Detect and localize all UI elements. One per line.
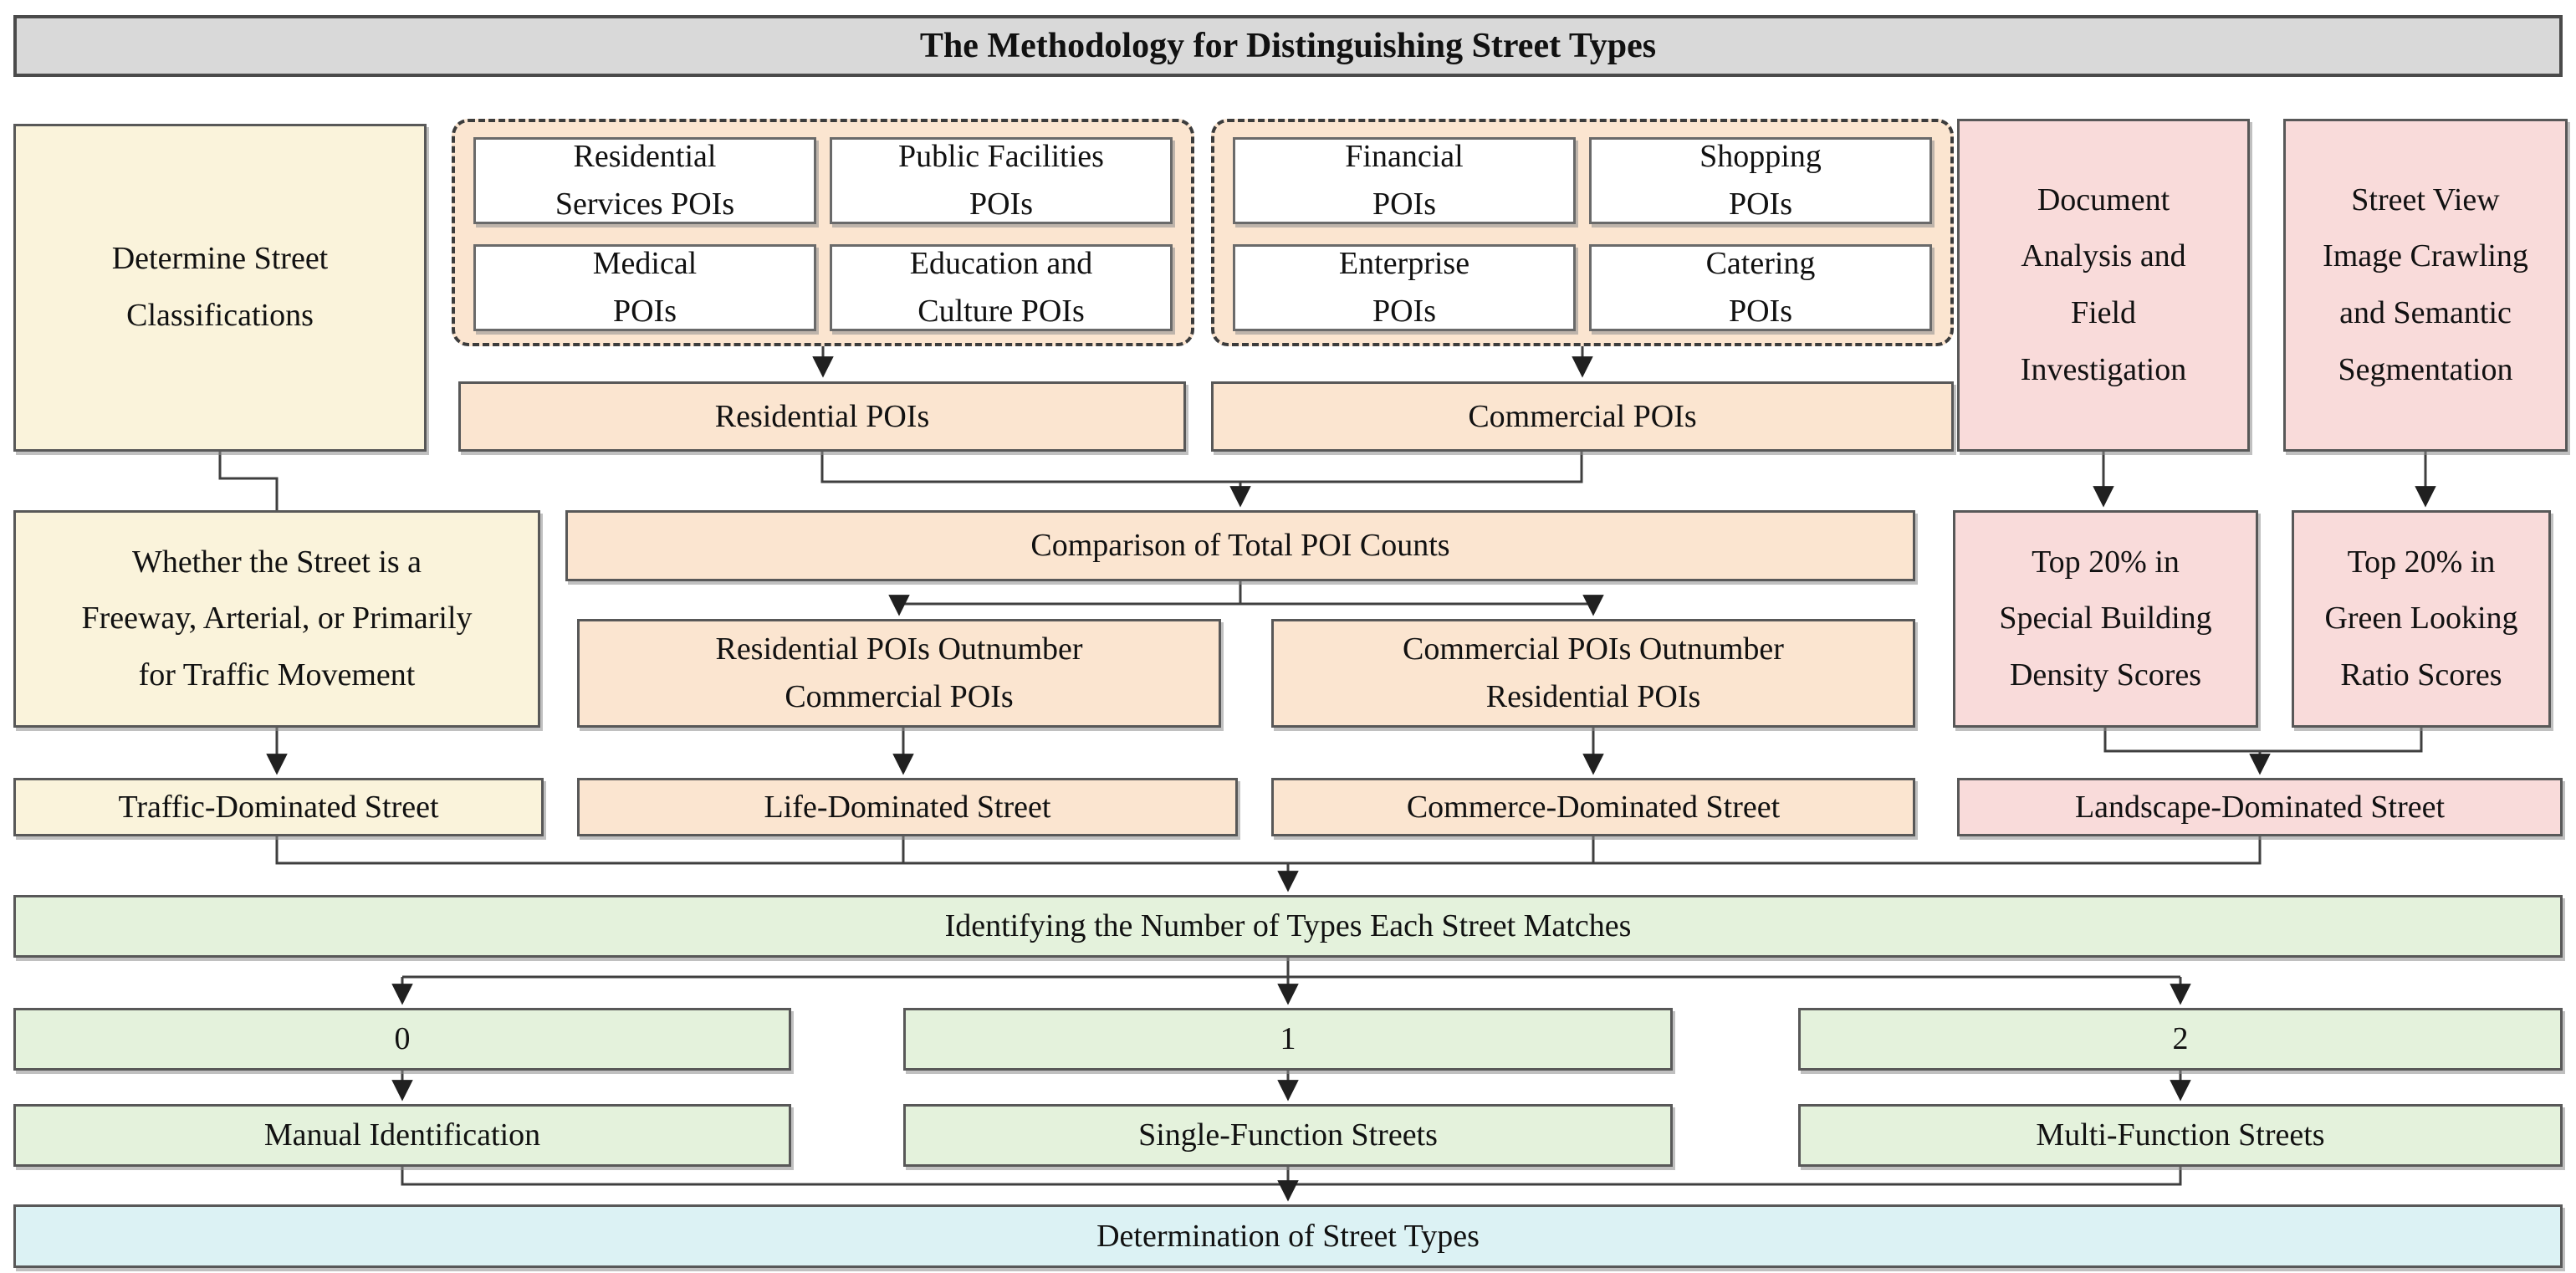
node-financial-pois: Financial POIs bbox=[1233, 137, 1576, 224]
node-landscape-dominated-street: Landscape-Dominated Street bbox=[1957, 778, 2563, 836]
node-shopping-pois: Shopping POIs bbox=[1589, 137, 1932, 224]
node-traffic-dominated-street: Traffic-Dominated Street bbox=[13, 778, 544, 836]
node-identifying-number-of-types: Identifying the Number of Types Each Str… bbox=[13, 895, 2563, 958]
node-commercial-pois: Commercial POIs bbox=[1211, 381, 1954, 452]
node-commercial-outnumber-residential: Commercial POIs Outnumber Residential PO… bbox=[1271, 619, 1915, 728]
node-count-two: 2 bbox=[1798, 1008, 2563, 1071]
node-document-analysis-field-investigation: Document Analysis and Field Investigatio… bbox=[1957, 119, 2250, 452]
node-life-dominated-street: Life-Dominated Street bbox=[577, 778, 1238, 836]
node-determine-street-classifications: Determine Street Classifications bbox=[13, 124, 427, 452]
node-residential-outnumber-commercial: Residential POIs Outnumber Commercial PO… bbox=[577, 619, 1221, 728]
node-residential-pois: Residential POIs bbox=[458, 381, 1186, 452]
connector-bars-merge bbox=[820, 452, 1583, 483]
node-top20-special-building-density: Top 20% in Special Building Density Scor… bbox=[1953, 510, 2258, 728]
node-whether-freeway-arterial: Whether the Street is a Freeway, Arteria… bbox=[13, 510, 540, 728]
node-commerce-dominated-street: Commerce-Dominated Street bbox=[1271, 778, 1915, 836]
connector-functions-merge bbox=[401, 1167, 2182, 1186]
connector-determine-to-whether bbox=[218, 452, 288, 534]
node-education-culture-pois: Education and Culture POIs bbox=[830, 244, 1173, 331]
node-public-facilities-pois: Public Facilities POIs bbox=[830, 137, 1173, 224]
node-manual-identification: Manual Identification bbox=[13, 1104, 791, 1167]
node-comparison-total-poi-counts: Comparison of Total POI Counts bbox=[565, 510, 1915, 581]
diagram-title: The Methodology for Distinguishing Stree… bbox=[13, 15, 2563, 77]
node-multi-function-streets: Multi-Function Streets bbox=[1798, 1104, 2563, 1167]
node-medical-pois: Medical POIs bbox=[473, 244, 816, 331]
connector-top20-merge bbox=[2103, 728, 2423, 753]
connector-streets-merge bbox=[275, 836, 2262, 865]
node-top20-green-looking-ratio: Top 20% in Green Looking Ratio Scores bbox=[2292, 510, 2551, 728]
node-single-function-streets: Single-Function Streets bbox=[903, 1104, 1673, 1167]
node-count-zero: 0 bbox=[13, 1008, 791, 1071]
node-residential-services-pois: Residential Services POIs bbox=[473, 137, 816, 224]
node-determination-of-street-types: Determination of Street Types bbox=[13, 1204, 2563, 1268]
node-street-view-image-crawling: Street View Image Crawling and Semantic … bbox=[2283, 119, 2568, 452]
connector-identifying-split bbox=[402, 958, 2180, 979]
node-enterprise-pois: Enterprise POIs bbox=[1233, 244, 1576, 331]
connector-comparison-split bbox=[899, 581, 1593, 606]
node-catering-pois: Catering POIs bbox=[1589, 244, 1932, 331]
node-count-one: 1 bbox=[903, 1008, 1673, 1071]
